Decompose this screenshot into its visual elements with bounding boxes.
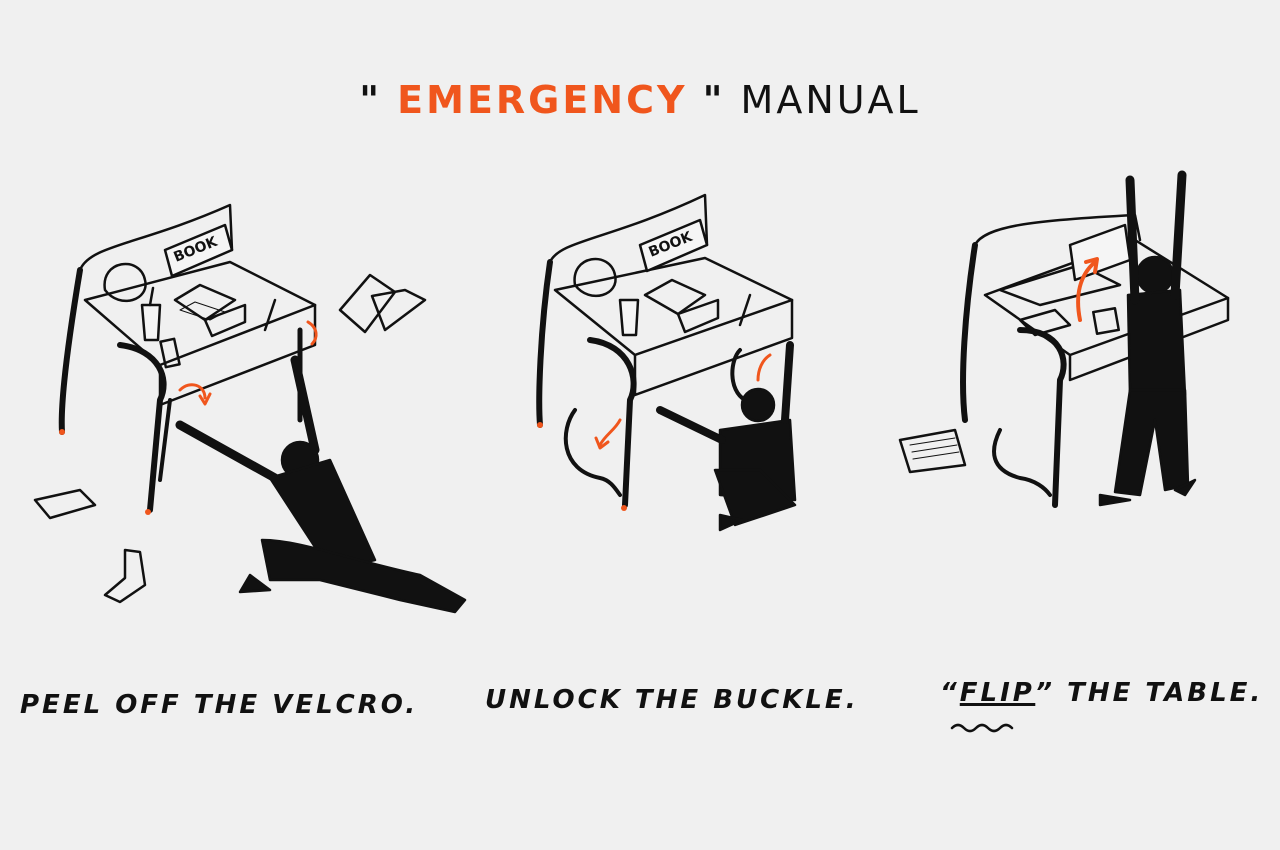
desk-back-panel	[548, 193, 709, 264]
caption-unlock-buckle: UNLOCK THE BUCKLE.	[485, 685, 859, 715]
pen-icon	[738, 293, 752, 327]
caption-flip-close-quote: ”	[1035, 678, 1056, 708]
desk-leg-front	[587, 337, 637, 508]
laptop-icon	[643, 278, 720, 334]
sock-icon	[103, 548, 147, 604]
title-rest: MANUAL	[740, 78, 921, 122]
buckle-arrow-right	[756, 353, 772, 382]
manual-title: " EMERGENCY " MANUAL	[0, 78, 1280, 122]
title-open-quote: "	[359, 78, 383, 122]
caption-flip-emphasis: FLIP	[959, 678, 1036, 708]
buckle-arrow-left	[598, 418, 622, 447]
note-icon	[1092, 307, 1120, 335]
desk-back-panel	[973, 213, 1142, 247]
flip-squiggle-underline	[950, 723, 1014, 733]
floor-paper-icon	[898, 428, 967, 474]
desk-leg-left	[58, 267, 83, 435]
book-icon: BOOK	[638, 218, 709, 273]
desk-leg-inner	[158, 398, 172, 482]
cup-icon	[140, 286, 162, 342]
title-close-quote: "	[702, 78, 726, 122]
velcro-arrow-right	[306, 320, 318, 346]
cup-icon	[618, 298, 640, 337]
person-crouching	[656, 341, 797, 532]
pen-icon	[263, 298, 277, 332]
caption-flip-rest: THE TABLE.	[1055, 678, 1264, 708]
paper-icon	[1018, 308, 1072, 337]
velcro-arrow-left	[178, 383, 207, 400]
phone-icon	[159, 337, 181, 369]
fallen-cup-icon	[33, 488, 97, 520]
panel-3-illustration	[898, 170, 1230, 508]
laptop-icon	[998, 263, 1122, 307]
plant-icon	[103, 262, 147, 302]
strap	[992, 428, 1052, 497]
desk-leg-front	[117, 342, 167, 513]
caption-flip-table: “FLIP” THE TABLE.	[940, 678, 1263, 708]
desk-top	[83, 260, 317, 367]
desk-apron	[633, 298, 794, 397]
desk-leg-left	[536, 259, 553, 428]
book-stack-icon	[1068, 223, 1132, 282]
laptop-icon	[173, 283, 247, 338]
caption-flip-open-quote: “	[940, 678, 960, 708]
title-emphasis: EMERGENCY	[397, 78, 688, 122]
panel-2-illustration: BOOK	[536, 193, 797, 532]
strap	[563, 408, 622, 497]
papers-icon	[338, 273, 427, 334]
panel-1-illustration: BOOK	[33, 203, 467, 614]
book-icon: BOOK	[163, 223, 234, 278]
desk-apron	[158, 303, 317, 407]
desk-leg-left	[960, 242, 978, 423]
plant-icon	[573, 257, 617, 297]
flip-arrow	[1076, 260, 1097, 322]
person-standing	[1098, 170, 1197, 507]
person-pulling	[175, 355, 467, 614]
caption-peel-velcro: PEEL OFF THE VELCRO.	[20, 690, 419, 720]
desk-back-panel	[78, 203, 234, 272]
